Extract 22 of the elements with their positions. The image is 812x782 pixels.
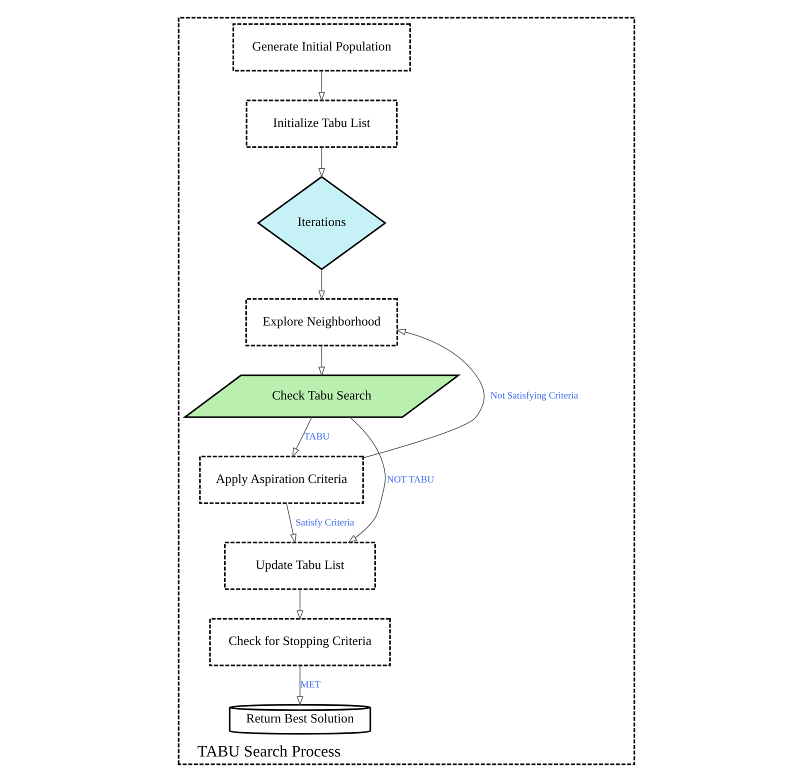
arrow: [292, 416, 312, 458]
arrow: [318, 70, 325, 102]
node-box: Generate Initial Population: [232, 23, 410, 72]
arrow: [318, 346, 325, 376]
node-box: Initialize Tabu List: [245, 100, 398, 148]
arrow: [347, 416, 386, 544]
arrow: [318, 146, 325, 178]
edge-label: Satisfy Criteria: [295, 517, 354, 528]
node-diamond: Iterations: [256, 176, 386, 270]
arrow: [296, 665, 303, 706]
node-box: Explore Neighborhood: [244, 298, 398, 346]
edge-label: MET: [300, 680, 320, 691]
edge-label: TABU: [304, 431, 330, 442]
arrow: [286, 502, 296, 544]
arrow: [296, 588, 303, 620]
arrow: [318, 269, 325, 300]
node-box: Update Tabu List: [224, 542, 376, 590]
node-box: Apply Aspiration Criteria: [198, 456, 364, 504]
node-box: Check for Stopping Criteria: [208, 618, 390, 666]
edge-label: NOT TABU: [386, 474, 434, 486]
edge-label: Not Satisfying Criteria: [490, 390, 578, 402]
arrow: [362, 328, 484, 458]
